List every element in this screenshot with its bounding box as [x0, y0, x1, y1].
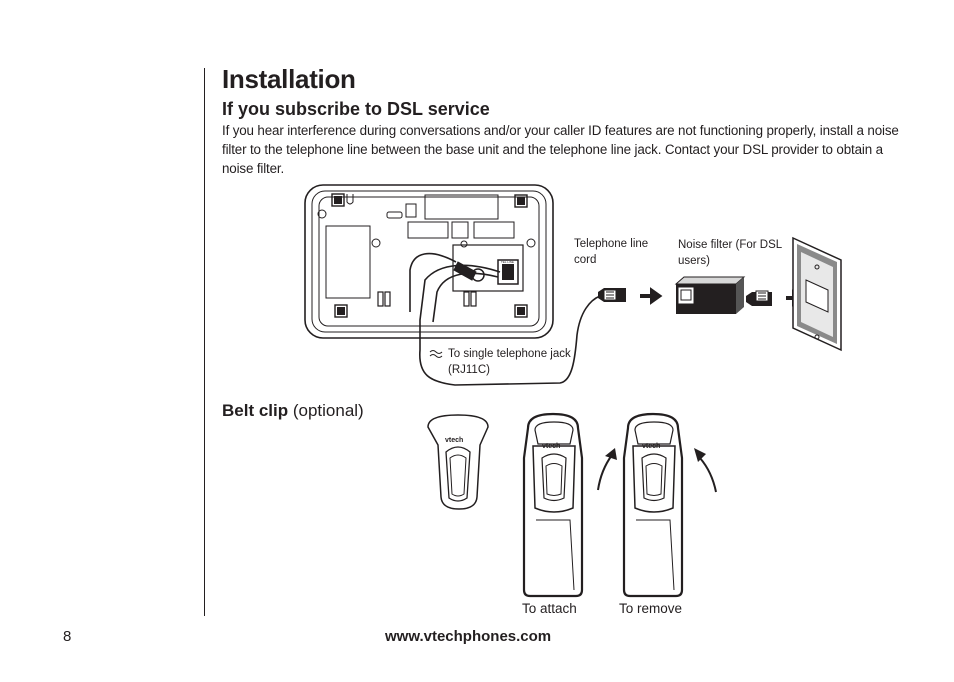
handset-remove-illustration — [622, 412, 684, 598]
base-unit-illustration — [304, 184, 601, 386]
noise-filter-label: Noise filter (For DSL users) — [678, 239, 782, 267]
tel-line-tag: TEL LINE — [501, 260, 514, 264]
belt-clip-heading-rest: (optional) — [288, 401, 364, 420]
margin-rule — [204, 68, 205, 616]
line-cord-label: Telephone line cord — [574, 238, 649, 266]
remove-caption: To remove — [619, 601, 683, 616]
vtech-logo: vtech — [445, 437, 463, 444]
line-cord-plug — [598, 288, 626, 302]
page-title: Installation — [222, 64, 356, 94]
handset-attach-illustration — [522, 412, 584, 598]
arrow-right-icon — [640, 287, 663, 305]
belt-clip-heading: Belt clip (optional) — [222, 401, 364, 421]
arrow-up-icon — [694, 448, 706, 462]
belt-clip-heading-bold: Belt clip — [222, 401, 289, 420]
attach-caption: To attach — [522, 601, 577, 616]
filter-output-plug — [746, 290, 772, 306]
page-number: 8 — [63, 628, 72, 645]
arrow-up-icon — [605, 448, 617, 460]
approx-mark — [429, 350, 443, 358]
dsl-heading: If you subscribe to DSL service — [222, 99, 490, 119]
vtech-logo: vtech — [642, 443, 660, 450]
wall-jack-illustration — [792, 236, 842, 352]
vtech-logo: vtech — [542, 443, 560, 450]
jack-label: To single telephone jack (RJ11C) — [448, 348, 571, 376]
dsl-body-text: If you hear interference during conversa… — [222, 123, 899, 176]
noise-filter-illustration — [674, 276, 746, 314]
belt-clip-illustration — [427, 414, 489, 510]
footer-url: www.vtechphones.com — [385, 628, 552, 645]
